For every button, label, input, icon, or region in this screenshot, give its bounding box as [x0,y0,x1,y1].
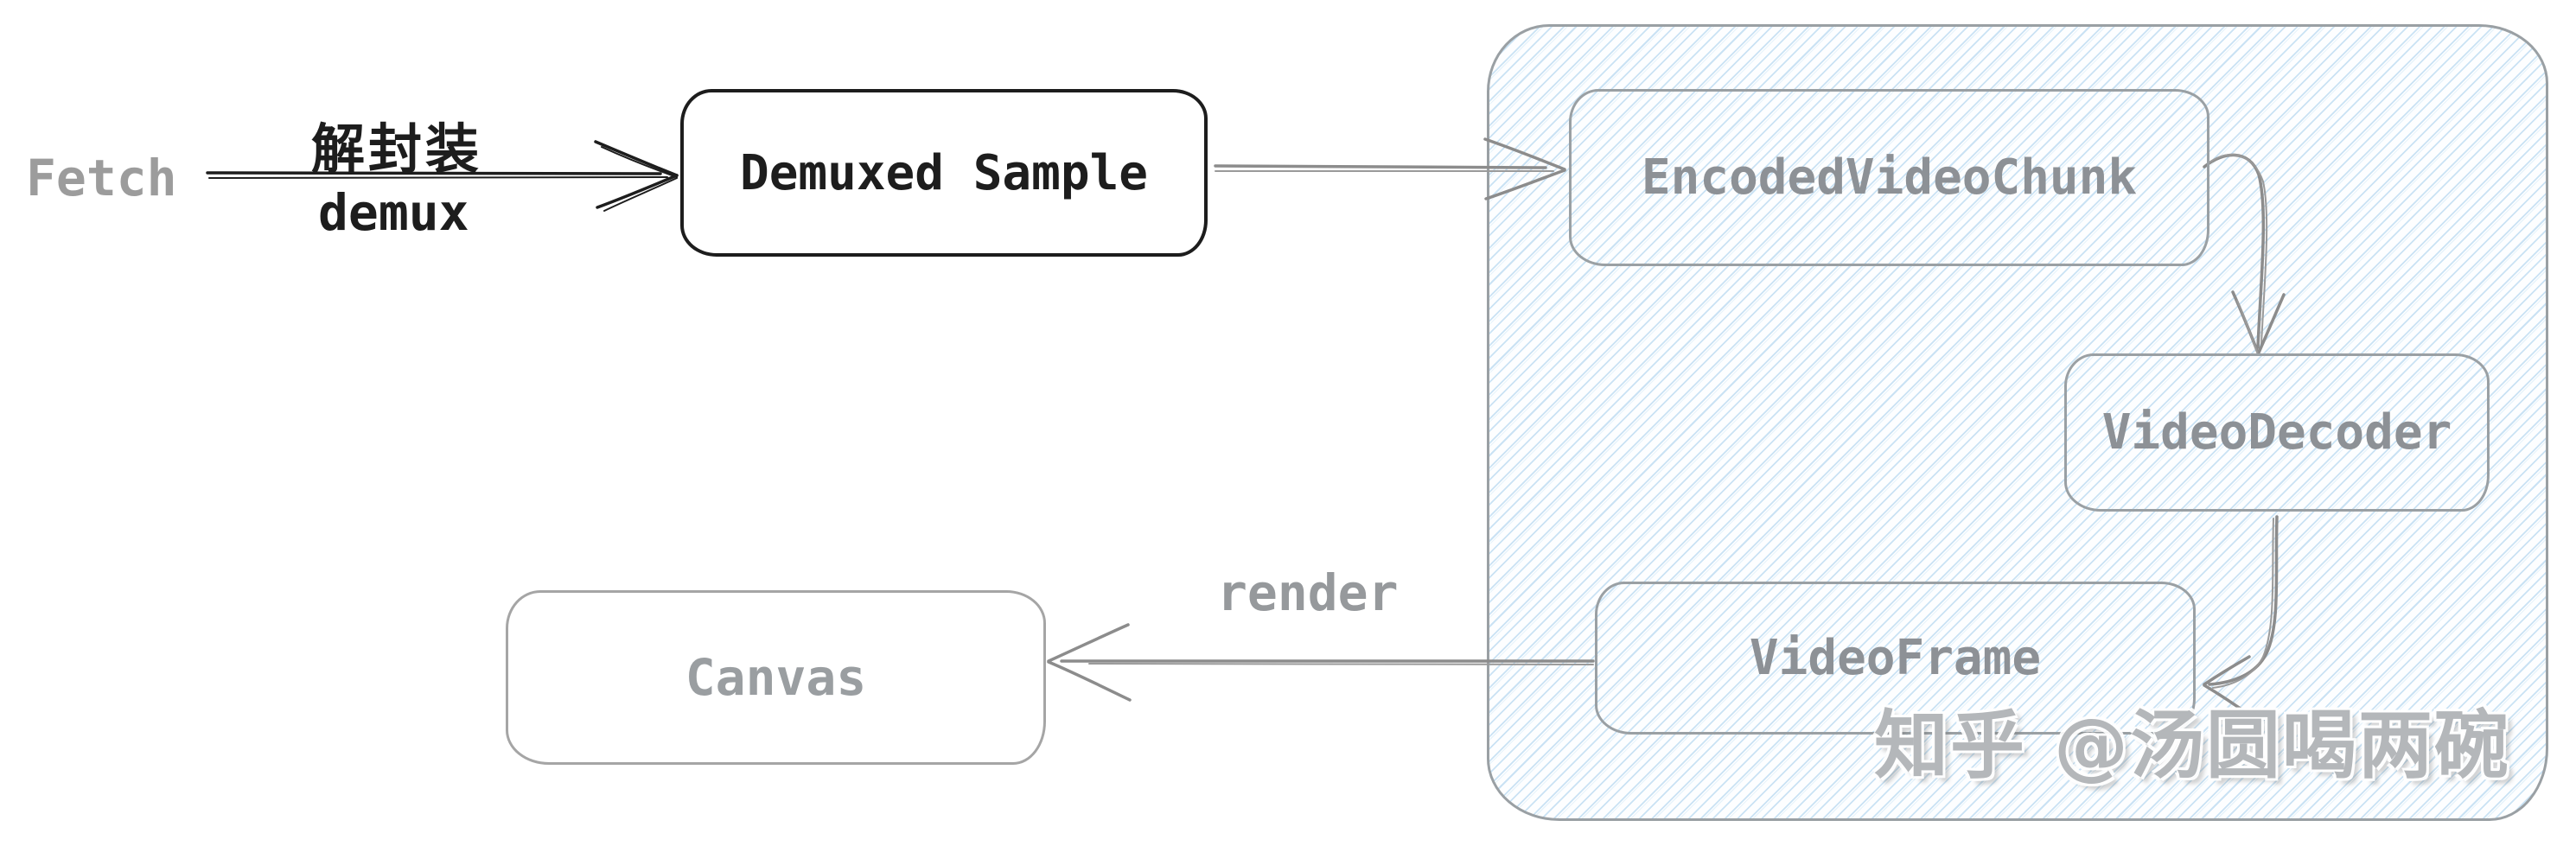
node-video-frame: VideoFrame [1595,582,2196,735]
arrow-decoder-to-frame [2203,515,2279,719]
demux-label-cn: 解封装 [311,118,483,181]
render-label: render [1217,563,1399,622]
node-encoded-video-chunk-label: EncodedVideoChunk [1641,149,2138,206]
webcodecs-container [1487,24,2548,821]
node-canvas-label: Canvas [685,648,867,707]
node-encoded-video-chunk: EncodedVideoChunk [1569,89,2209,266]
arrow-frame-to-canvas [1047,623,1595,702]
node-video-decoder-label: VideoDecoder [2101,404,2452,461]
arrow-chunk-to-decoder [2203,153,2286,355]
node-canvas: Canvas [506,590,1046,765]
fetch-label: Fetch [26,149,177,207]
node-demuxed-sample: Demuxed Sample [680,89,1208,257]
arrow-demuxed-to-chunk [1214,137,1566,200]
node-demuxed-sample-label: Demuxed Sample [739,144,1148,201]
node-video-decoder: VideoDecoder [2064,353,2490,512]
demux-label-en: demux [318,183,469,242]
node-video-frame-label: VideoFrame [1749,630,2042,686]
arrow-fetch-to-demuxed [206,140,679,212]
zhihu-watermark: 知乎 @汤圆喝两碗 [1874,703,2510,789]
